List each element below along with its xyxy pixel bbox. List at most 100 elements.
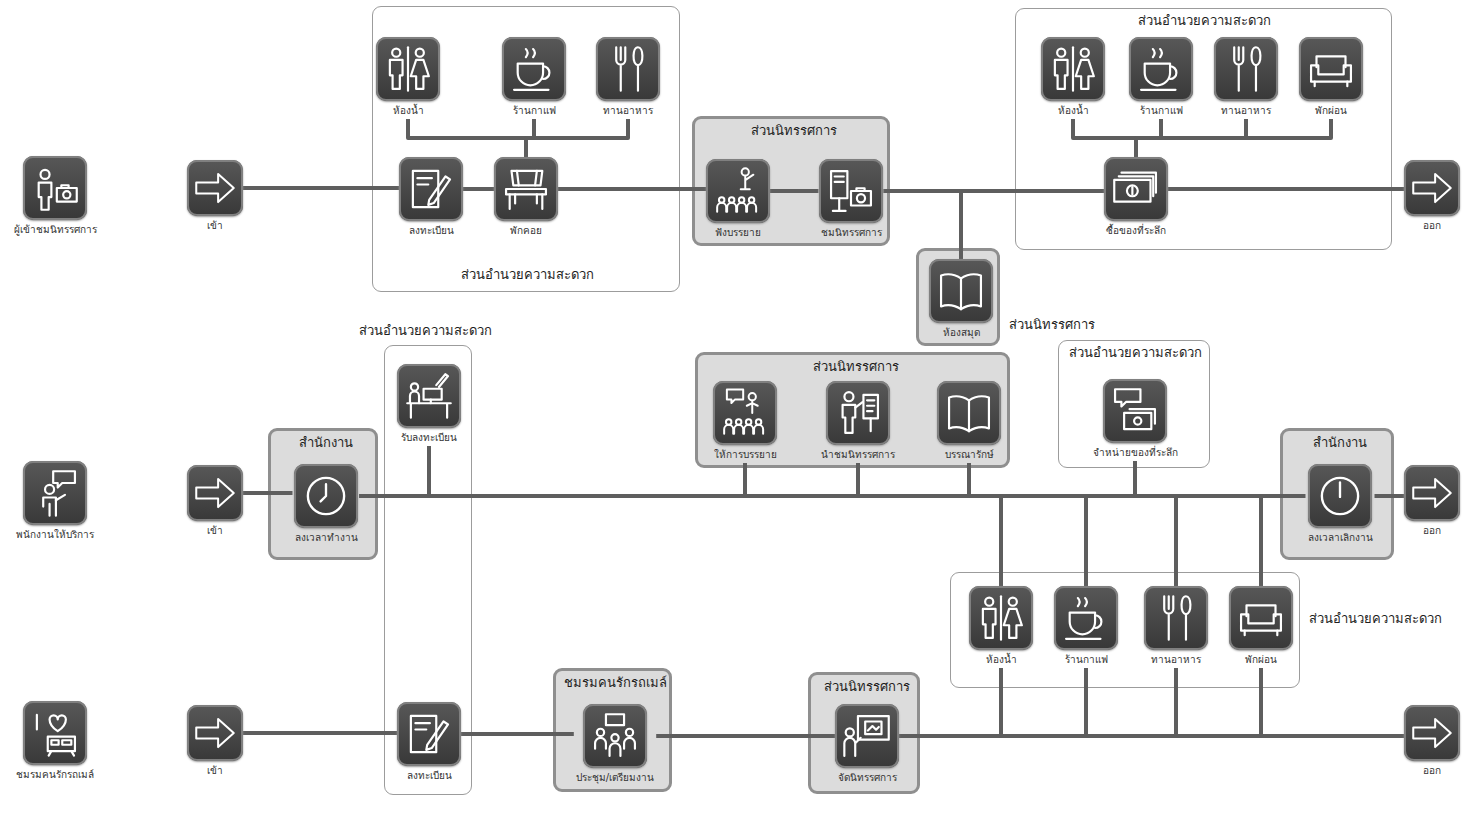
group-box: ห้องน้ำร้านกาแฟทานอาหารลงทะเบียนพักคอยส่… xyxy=(372,6,680,292)
pictogram xyxy=(599,40,657,98)
flow-line xyxy=(360,461,1136,496)
step-caption: พักคอย xyxy=(508,224,544,239)
pictogram xyxy=(400,367,458,425)
flow-line xyxy=(656,734,835,738)
step-node: ทานอาหาร xyxy=(1214,37,1278,119)
pictogram xyxy=(838,707,896,765)
group-heading: ส่วนอำนวยความสะดวก xyxy=(359,323,492,339)
step-icon xyxy=(1404,465,1460,521)
step-icon xyxy=(969,586,1033,650)
step-icon xyxy=(23,156,87,220)
pictogram xyxy=(586,707,644,765)
step-node: ฟังบรรยาย xyxy=(706,159,770,241)
pictogram xyxy=(940,384,998,442)
step-node: ออก xyxy=(1404,705,1460,779)
group-heading: ส่วนนิทรรศการ xyxy=(1009,317,1095,333)
flow-line xyxy=(1375,494,1405,498)
group-heading: สำนักงาน xyxy=(1313,435,1367,451)
step-node: พนักงานให้บริการ xyxy=(14,461,96,543)
group-heading: ส่วนอำนวยความสะดวก xyxy=(1069,345,1202,361)
step-node: ชมนิทรรศการ xyxy=(819,159,884,241)
step-icon xyxy=(494,157,558,221)
step-node: รับลงทะเบียน xyxy=(397,364,461,446)
step-node: ร้านกาแฟ xyxy=(502,37,566,119)
step-node: ซื้อของที่ระลึก xyxy=(1104,157,1168,239)
step-caption: เข้า xyxy=(205,764,225,779)
group-box: จำหน่ายของที่ระลึก ส่วนอำนวยความสะดวก xyxy=(1058,340,1210,468)
pictogram xyxy=(1217,40,1275,98)
step-node: นำชมนิทรรศการ xyxy=(819,381,897,463)
pictogram xyxy=(297,467,355,525)
pictogram xyxy=(1407,163,1457,213)
pictogram xyxy=(1107,160,1165,218)
flow-line xyxy=(360,494,1306,498)
step-caption: ประชุม/เตรียมงาน xyxy=(574,771,656,786)
pictogram xyxy=(1147,589,1205,647)
step-caption: ทานอาหาร xyxy=(1219,104,1273,119)
step-icon xyxy=(1041,37,1105,101)
step-icon xyxy=(1144,586,1208,650)
step-node: ห้องสมุด xyxy=(929,259,993,341)
step-caption: ทานอาหาร xyxy=(601,104,655,119)
step-icon xyxy=(397,364,461,428)
step-caption: ลงทะเบียน xyxy=(405,769,454,784)
step-node: ผู้เข้าชมนิทรรศการ xyxy=(12,156,99,238)
step-caption: จำหน่ายของที่ระลึก xyxy=(1091,446,1180,461)
group-box: ห้องน้ำร้านกาแฟทานอาหารพักผ่อนส่วนอำนวยค… xyxy=(950,572,1300,688)
pictogram xyxy=(1044,40,1102,98)
step-icon xyxy=(937,381,1001,445)
pictogram xyxy=(1132,40,1190,98)
flow-line xyxy=(360,496,1177,586)
step-caption: ทานอาหาร xyxy=(1149,653,1203,668)
step-icon xyxy=(1054,586,1118,650)
step-icon xyxy=(294,464,358,528)
step-node: ลงทะเบียน xyxy=(399,157,463,239)
step-node: ร้านกาแฟ xyxy=(1129,37,1193,119)
step-node: ลงเวลาทำงาน xyxy=(293,464,360,546)
flow-line xyxy=(360,496,1002,586)
step-node: ทานอาหาร xyxy=(1144,586,1208,668)
pictogram xyxy=(190,468,240,518)
step-icon xyxy=(397,702,461,766)
step-caption: นำชมนิทรรศการ xyxy=(819,448,897,463)
pictogram xyxy=(1057,589,1115,647)
step-caption: ร้านกาแฟ xyxy=(511,104,558,119)
pictogram xyxy=(822,162,880,220)
step-caption: ออก xyxy=(1421,524,1443,539)
pictogram xyxy=(716,384,774,442)
flow-line xyxy=(408,119,526,157)
step-node: ประชุม/เตรียมงาน xyxy=(574,704,656,786)
flow-line xyxy=(1136,119,1246,157)
step-icon xyxy=(819,159,883,223)
step-caption: ห้องน้ำ xyxy=(1056,104,1091,119)
pictogram xyxy=(709,162,767,220)
pictogram xyxy=(26,464,84,522)
step-icon xyxy=(1104,157,1168,221)
step-node: ออก xyxy=(1404,465,1460,539)
group-box: ลงเวลาทำงานสำนักงาน xyxy=(268,428,378,560)
step-icon xyxy=(502,37,566,101)
step-node: ชมรมคนรักรถเมล์ xyxy=(14,701,96,783)
step-icon xyxy=(23,701,87,765)
step-icon xyxy=(23,461,87,525)
flow-line xyxy=(463,187,494,191)
flow-line xyxy=(899,668,1176,736)
step-node: จัดนิทรรศการ xyxy=(835,704,899,786)
step-icon xyxy=(929,259,993,323)
step-icon xyxy=(187,465,243,521)
group-heading: ส่วนนิทรรศการ xyxy=(813,359,899,375)
pictogram xyxy=(402,160,460,218)
step-icon xyxy=(1404,705,1460,761)
group-box: รับลงทะเบียนลงทะเบียนส่วนอำนวยความสะดวก xyxy=(384,345,472,795)
group-heading: ชมรมคนรักรถเมล์ xyxy=(564,675,667,691)
group-box: จัดนิทรรศการส่วนนิทรรศการ xyxy=(808,672,920,794)
flow-line xyxy=(899,668,1001,736)
flow-line xyxy=(243,491,293,495)
step-icon xyxy=(187,705,243,761)
step-node: ลงทะเบียน xyxy=(397,702,461,784)
flow-line xyxy=(360,496,1262,586)
step-caption: ให้การบรรยาย xyxy=(712,448,779,463)
step-icon xyxy=(583,704,647,768)
flow-line xyxy=(526,119,534,157)
step-icon xyxy=(187,160,243,216)
